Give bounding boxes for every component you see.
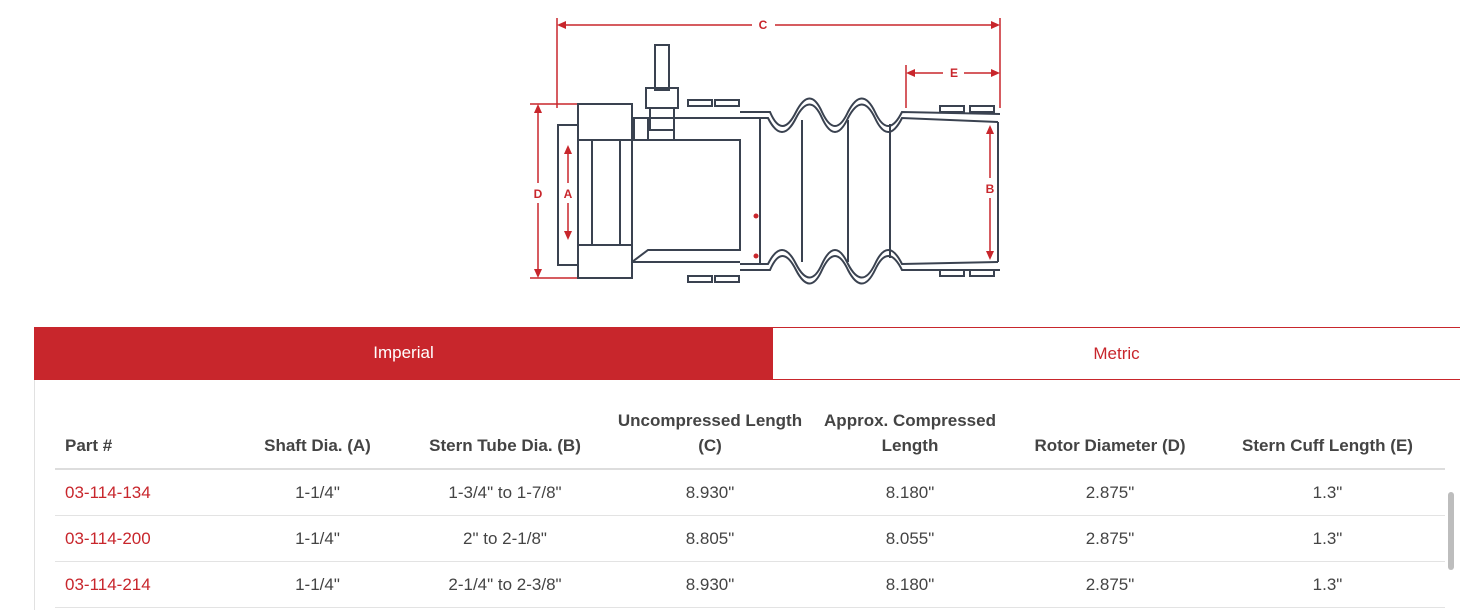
cell-rotor: 2.875" [1010,469,1210,516]
cell-compressed: 8.180" [810,561,1010,608]
tab-metric[interactable]: Metric [773,327,1460,379]
cell-uncompressed: 8.930" [610,561,810,608]
tab-imperial[interactable]: Imperial [34,327,773,379]
cell-cuff: 1.3" [1210,469,1445,516]
cell-stern-tube: 1-3/4" to 1-7/8" [400,469,610,516]
cell-cuff: 1.3" [1210,561,1445,608]
col-header-shaft: Shaft Dia. (A) [235,402,400,470]
table-row: 03-114-134 1-1/4" 1-3/4" to 1-7/8" 8.930… [55,469,1445,516]
label-a: A [564,187,573,201]
cell-stern-tube: 2-1/4" to 2-3/8" [400,561,610,608]
part-number-link[interactable]: 03-114-214 [65,574,151,594]
col-header-stern-tube: Stern Tube Dia. (B) [400,402,610,470]
arrowheads [534,21,1000,278]
part-number-link[interactable]: 03-114-134 [65,482,151,502]
dimension-lines [530,18,1001,279]
part-number-link[interactable]: 03-114-200 [65,528,151,548]
cell-compressed: 8.055" [810,515,1010,562]
table-row: 03-114-200 1-1/4" 2" to 2-1/8" 8.805" 8.… [55,515,1445,562]
unit-tabs: Imperial Metric [34,327,1460,380]
specs-table: Part # Shaft Dia. (A) Stern Tube Dia. (B… [55,402,1445,608]
table-header-row: Part # Shaft Dia. (A) Stern Tube Dia. (B… [55,402,1445,470]
col-header-part: Part # [55,402,235,470]
col-header-uncompressed: Uncompressed Length (C) [610,402,810,470]
col-header-rotor: Rotor Diameter (D) [1010,402,1210,470]
label-b: B [986,182,995,196]
table-row: 03-114-214 1-1/4" 2-1/4" to 2-3/8" 8.930… [55,561,1445,608]
cell-uncompressed: 8.805" [610,515,810,562]
label-e: E [950,66,958,80]
cell-shaft: 1-1/4" [235,469,400,516]
cell-cuff: 1.3" [1210,515,1445,562]
col-header-compressed-line1: Approx. Compressed [824,411,996,430]
table-scrollbar[interactable] [1448,492,1454,570]
cell-compressed: 8.180" [810,469,1010,516]
specs-table-panel: Part # Shaft Dia. (A) Stern Tube Dia. (B… [34,380,1460,610]
cell-shaft: 1-1/4" [235,561,400,608]
shaft-seal-diagram: C E D A B [530,18,1001,285]
cell-stern-tube: 2" to 2-1/8" [400,515,610,562]
label-d: D [534,187,543,201]
seal-outline [557,44,1001,285]
col-header-compressed-line2: Length [881,436,939,455]
cell-uncompressed: 8.930" [610,469,810,516]
col-header-uncompressed-line1: Uncompressed Length [617,411,803,430]
cell-shaft: 1-1/4" [235,515,400,562]
cell-rotor: 2.875" [1010,515,1210,562]
col-header-cuff: Stern Cuff Length (E) [1210,402,1445,470]
label-c: C [759,18,768,32]
col-header-uncompressed-line2: (C) [698,436,722,455]
cell-rotor: 2.875" [1010,561,1210,608]
col-header-compressed: Approx. Compressed Length [810,402,1010,470]
